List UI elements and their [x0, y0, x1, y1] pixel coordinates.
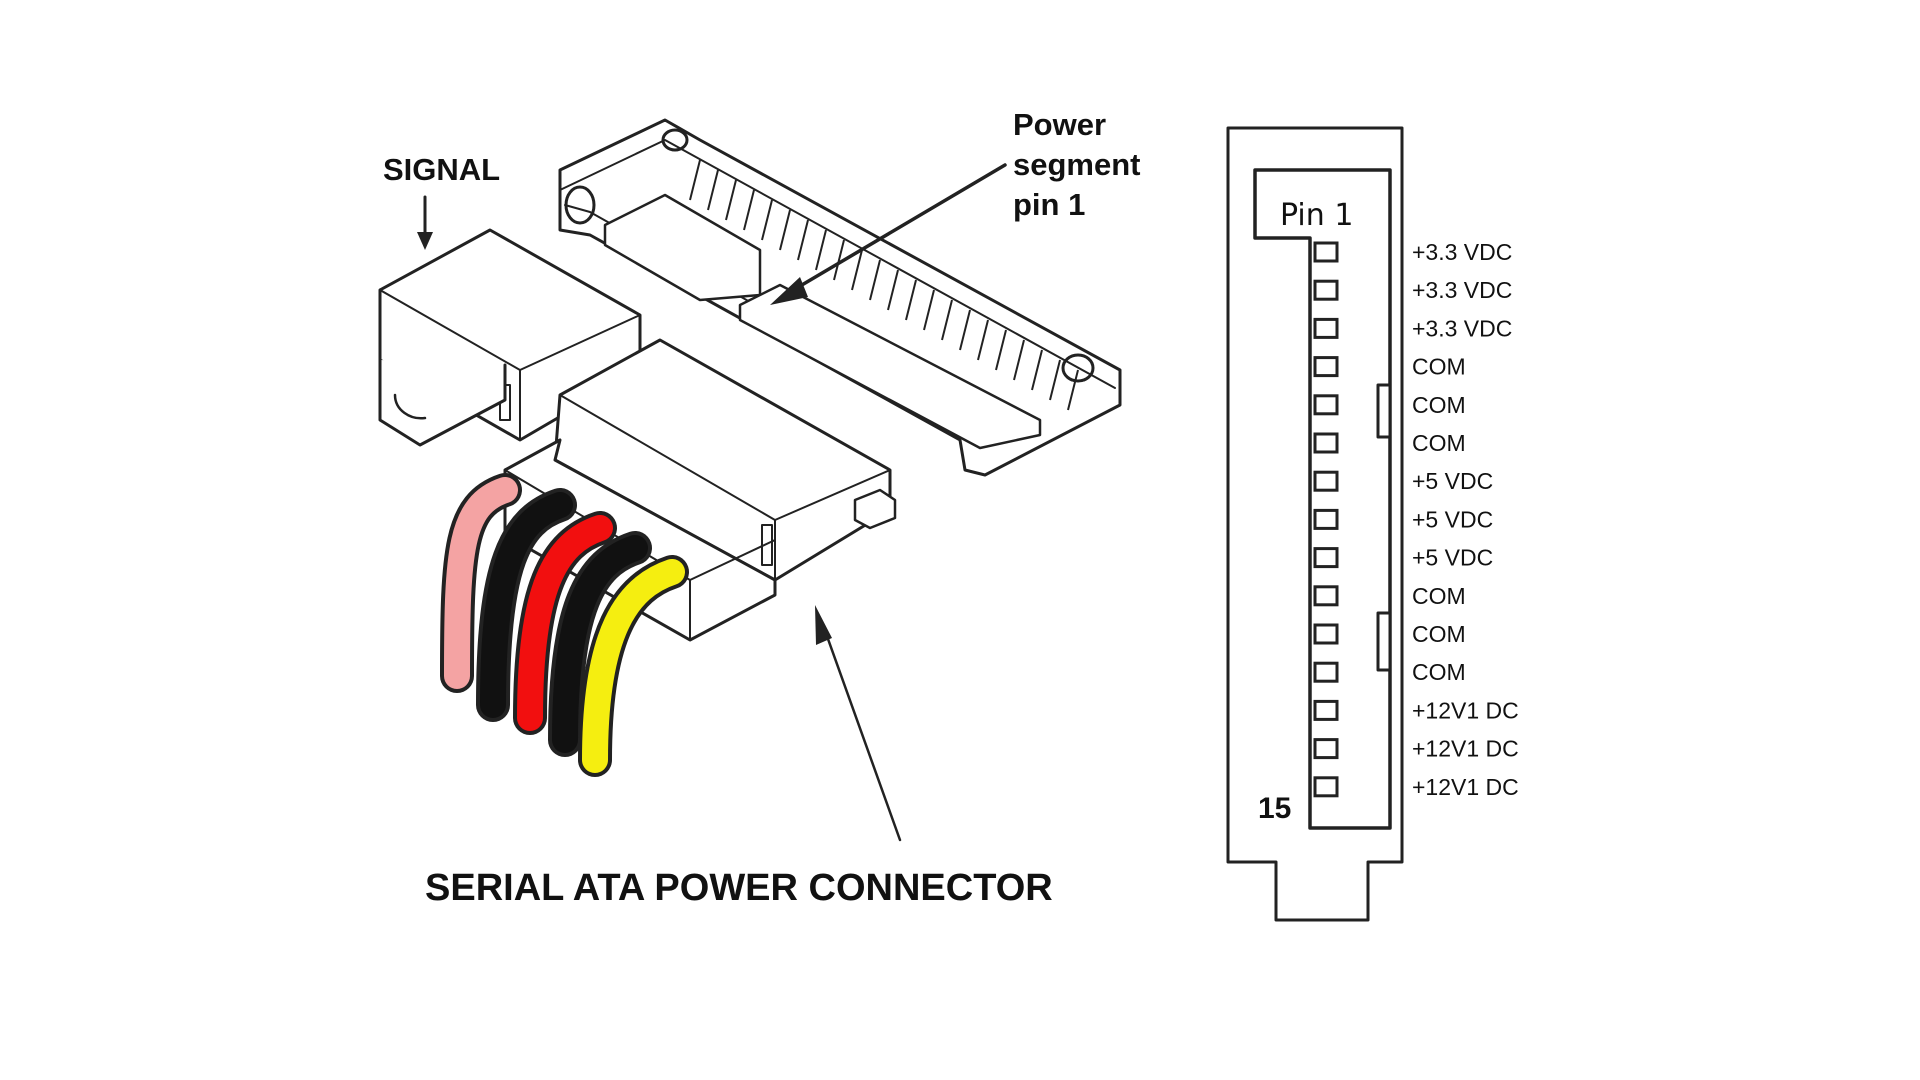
comb-tooth: [995, 329, 1007, 371]
pin-square: [1313, 241, 1339, 263]
wire: [444, 477, 518, 689]
comb-tooth: [725, 179, 737, 221]
pin-label: +3.3 VDC: [1412, 239, 1512, 265]
signal-arrow: [417, 195, 433, 250]
connector-arrow: [815, 605, 902, 842]
pin-square: [1313, 585, 1339, 607]
pin-square: [1313, 279, 1339, 301]
pin-label: +5 VDC: [1412, 545, 1493, 571]
comb-tooth: [779, 209, 791, 251]
pin-label: COM: [1412, 354, 1466, 380]
pin-label: COM: [1412, 583, 1466, 609]
pin-square: [1313, 470, 1339, 492]
pin-square: [1313, 738, 1339, 760]
pin-label: +5 VDC: [1412, 468, 1493, 494]
power-segment-line3: pin 1: [1013, 187, 1085, 222]
receptacle-housing: [558, 118, 1122, 477]
power-segment-arrow: [770, 163, 1007, 305]
comb-tooth: [707, 169, 719, 211]
power-segment-line1: Power: [1013, 107, 1106, 142]
pin-square: [1313, 356, 1339, 378]
diagram-caption: SERIAL ATA POWER CONNECTOR: [425, 867, 1053, 909]
comb-tooth: [941, 299, 953, 341]
connector-illustration: SIGNAL Power segment pin 1 SERIAL ATA PO…: [378, 107, 1149, 909]
pin-square: [1313, 317, 1339, 339]
comb-tooth: [887, 269, 899, 311]
wire: [480, 492, 573, 718]
comb-tooth: [977, 319, 989, 361]
comb-tooth: [959, 309, 971, 351]
pin-label: +12V1 DC: [1412, 736, 1519, 762]
pin-square: [1313, 699, 1339, 721]
pin-label: +5 VDC: [1412, 506, 1493, 532]
pin-square: [1313, 547, 1339, 569]
pin15-label: 15: [1258, 792, 1291, 825]
pin-squares: [1313, 241, 1339, 798]
pin-label: COM: [1412, 392, 1466, 418]
pin-square: [1313, 776, 1339, 798]
wire: [582, 559, 685, 773]
power-segment-label: Power segment pin 1: [1013, 107, 1149, 222]
signal-label: SIGNAL: [383, 152, 500, 187]
pin1-label: Pin 1: [1280, 198, 1353, 233]
power-wires: [440, 473, 689, 777]
receptacle-pin-comb: [689, 159, 1079, 411]
pin-label: COM: [1412, 659, 1466, 685]
comb-tooth: [815, 229, 827, 271]
pin-label: COM: [1412, 430, 1466, 456]
comb-tooth: [923, 289, 935, 331]
wire: [517, 515, 613, 731]
comb-tooth: [689, 159, 701, 201]
comb-tooth: [851, 249, 863, 291]
comb-tooth: [1013, 339, 1025, 381]
comb-tooth: [761, 199, 773, 241]
pin-label: +3.3 VDC: [1412, 277, 1512, 303]
wire: [552, 535, 648, 753]
comb-tooth: [905, 279, 917, 321]
pin-square: [1313, 623, 1339, 645]
pin-square: [1313, 661, 1339, 683]
comb-tooth: [1049, 359, 1061, 401]
pin-labels: +3.3 VDC +3.3 VDC +3.3 VDC COM COM COM +5 VDC +…: [1412, 239, 1519, 800]
comb-tooth: [1031, 349, 1043, 391]
pin-label: +3.3 VDC: [1412, 315, 1512, 341]
power-segment-line2: segment: [1013, 147, 1140, 182]
comb-tooth: [833, 239, 845, 281]
comb-tooth: [797, 219, 809, 261]
pin-square: [1313, 432, 1339, 454]
pin-square: [1313, 508, 1339, 530]
comb-tooth: [869, 259, 881, 301]
comb-tooth: [1067, 369, 1079, 411]
pin-label: +12V1 DC: [1412, 697, 1519, 723]
pin-square: [1313, 394, 1339, 416]
pin-label: +12V1 DC: [1412, 774, 1519, 800]
comb-tooth: [743, 189, 755, 231]
pin-label: COM: [1412, 621, 1466, 647]
pinout-diagram: Pin 1 15 +3.3 VDC +3.3 VDC +3.3 VDC COM COM C…: [1226, 126, 1519, 922]
